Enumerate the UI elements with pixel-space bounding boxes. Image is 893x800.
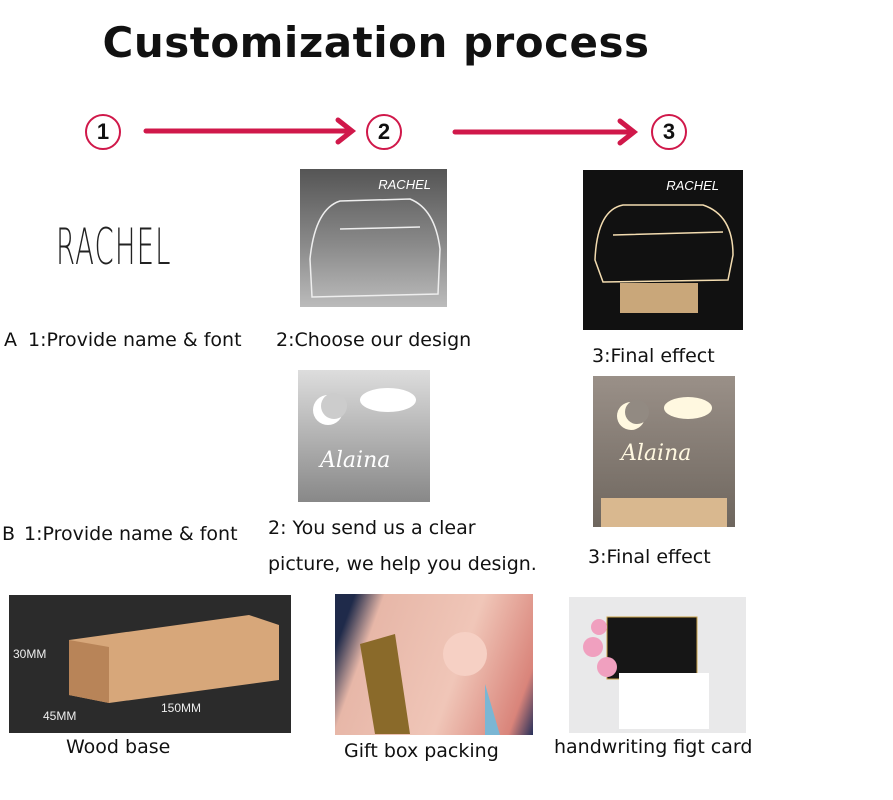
row-b-label: B <box>2 523 16 545</box>
row-a-step2: 2:Choose our design <box>276 329 472 351</box>
row-b-step3: 3:Final effect <box>588 546 711 568</box>
row-a-step3: 3:Final effect <box>592 345 715 367</box>
arrow-right-icon <box>452 118 639 146</box>
design-car-image: RACHEL <box>300 169 447 307</box>
wood-base-label: Wood base <box>66 736 171 758</box>
gift-box-image <box>335 594 533 735</box>
card-label: handwriting figt card <box>554 736 753 758</box>
final-car-image: RACHEL <box>583 170 743 330</box>
row-b-step2-line1: 2: You send us a clear <box>268 517 476 539</box>
arrows <box>143 117 639 146</box>
wood-base-image: 30MM 45MM 150MM <box>9 595 291 733</box>
gift-card-image <box>569 597 746 733</box>
row-a-step1: 1:Provide name & font <box>28 329 242 351</box>
design-moon-cloud-image: Alaina <box>298 370 430 502</box>
page-title: Customization process <box>102 18 650 67</box>
final-moon-cloud-image: Alaina <box>593 376 735 527</box>
row-b-step1: 1:Provide name & font <box>24 523 238 545</box>
step-2-badge: 2 <box>366 114 402 150</box>
step-1-badge: 1 <box>85 114 121 150</box>
name-sample: RACHEL <box>56 218 172 276</box>
arrow-right-icon <box>143 117 357 145</box>
step-3-badge: 3 <box>651 114 687 150</box>
row-a-label: A <box>4 329 17 351</box>
row-b-step2-line2: picture, we help you design. <box>268 553 537 575</box>
gift-box-label: Gift box packing <box>344 740 499 762</box>
